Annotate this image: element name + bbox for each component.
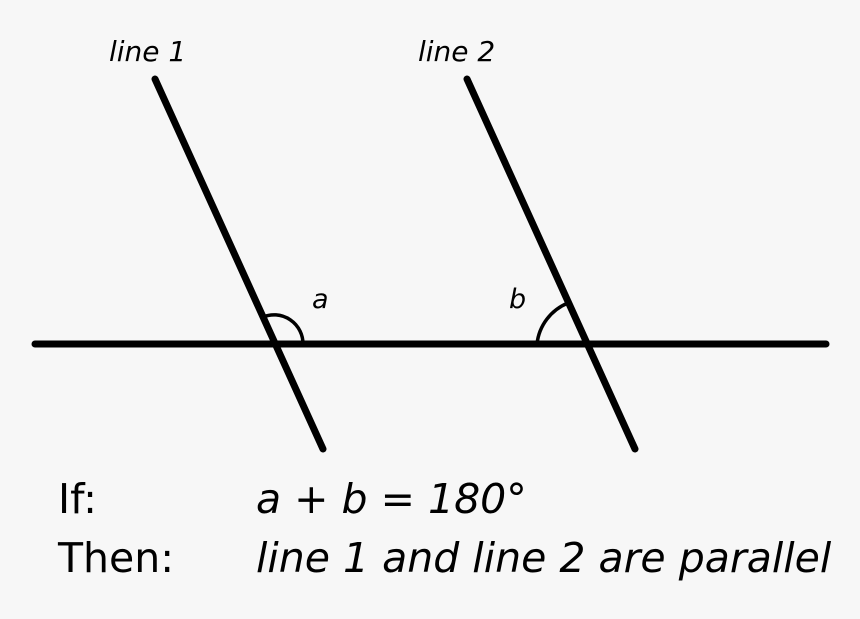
line-1 — [151, 75, 327, 453]
angle-a-arc — [262, 313, 305, 345]
if-expression: a + b = 180° — [256, 475, 527, 523]
angle-b-label: b — [509, 284, 527, 315]
angle-b-arc — [535, 301, 569, 345]
if-label: If: — [58, 475, 97, 523]
line-2-label: line 2 — [418, 35, 496, 68]
line-2 — [463, 75, 639, 453]
angle-a-label: a — [312, 284, 329, 315]
then-expression: line 1 and line 2 are parallel — [256, 534, 832, 582]
line-1-label: line 1 — [109, 35, 187, 68]
then-label: Then: — [58, 534, 175, 582]
